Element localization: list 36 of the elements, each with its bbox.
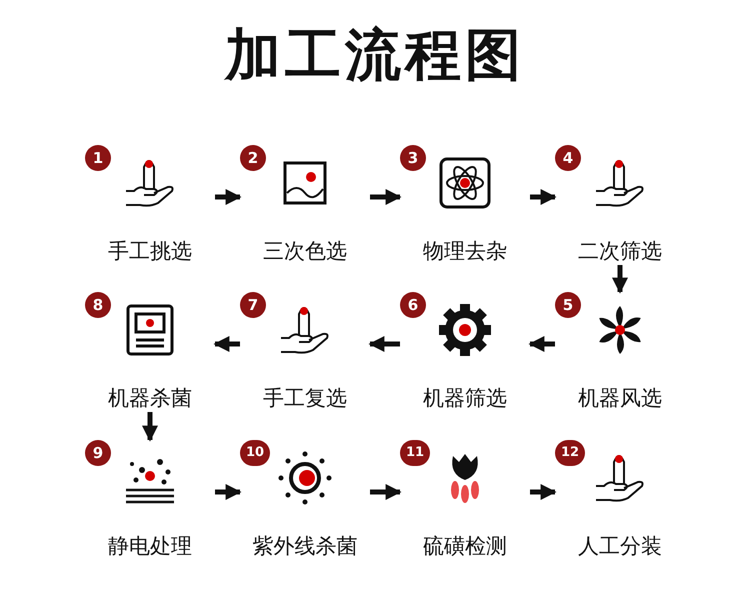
step-number-badge: 5 [555, 292, 581, 318]
arrow [530, 484, 557, 500]
step-number-badge: 2 [240, 145, 266, 171]
arrow [528, 336, 555, 352]
step-label: 紫外线杀菌 [252, 533, 358, 560]
arrow [215, 484, 242, 500]
step-label: 二次筛选 [577, 238, 663, 265]
arrow [142, 412, 158, 442]
arrow [612, 265, 628, 294]
arrow [368, 336, 400, 352]
step-label: 机器杀菌 [107, 385, 193, 412]
arrow [370, 189, 402, 205]
step-number-badge: 7 [240, 292, 266, 318]
arrow [213, 336, 240, 352]
arrow [370, 484, 402, 500]
step-label: 机器筛选 [422, 385, 508, 412]
step-number-badge: 10 [240, 440, 270, 466]
step-label: 机器风选 [577, 385, 663, 412]
step-label: 静电处理 [107, 533, 193, 560]
step-label: 手工复选 [262, 385, 348, 412]
step-label: 物理去杂 [422, 238, 508, 265]
step-number-badge: 12 [555, 440, 585, 466]
step-label: 人工分装 [577, 533, 663, 560]
step-number-badge: 3 [400, 145, 426, 171]
step-number-badge: 9 [85, 440, 111, 466]
arrow [215, 189, 242, 205]
step-number-badge: 11 [400, 440, 430, 466]
step-number-badge: 4 [555, 145, 581, 171]
step-label: 硫磺检测 [422, 533, 508, 560]
step-number-badge: 1 [85, 145, 111, 171]
step-label: 手工挑选 [107, 238, 193, 265]
title: 加工流程图 [225, 23, 525, 88]
arrow [530, 189, 557, 205]
step-number-badge: 8 [85, 292, 111, 318]
step-label: 三次色选 [262, 238, 348, 265]
step-number-badge: 6 [400, 292, 426, 318]
